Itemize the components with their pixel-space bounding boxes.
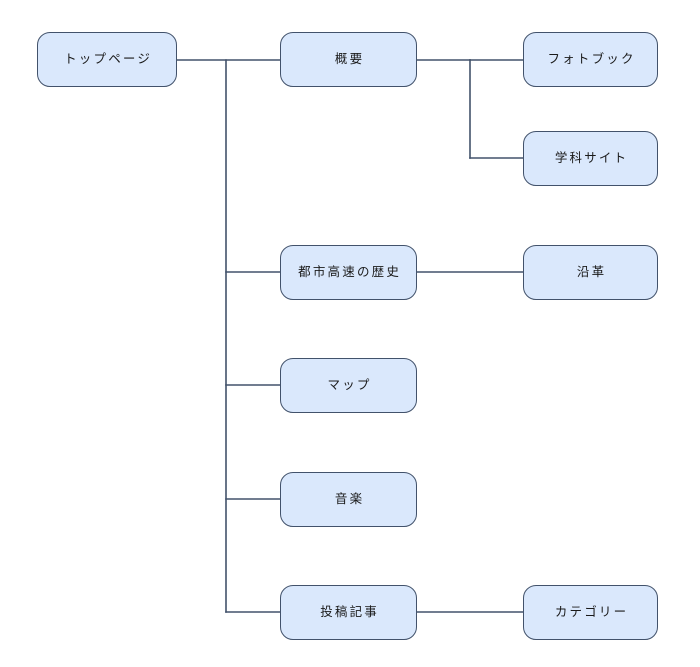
node-label: 学科サイト bbox=[554, 151, 629, 165]
node-map[interactable]: マップ bbox=[280, 358, 417, 413]
node-overview[interactable]: 概要 bbox=[280, 32, 417, 87]
node-top-page[interactable]: トップページ bbox=[37, 32, 177, 87]
node-category[interactable]: カテゴリー bbox=[523, 585, 658, 640]
node-label: 沿革 bbox=[576, 265, 607, 279]
node-label: マップ bbox=[327, 378, 372, 392]
node-posted-articles[interactable]: 投稿記事 bbox=[280, 585, 417, 640]
node-label: フォトブック bbox=[547, 52, 636, 66]
node-label: 都市高速の歴史 bbox=[298, 265, 402, 279]
node-department-site[interactable]: 学科サイト bbox=[523, 131, 658, 186]
node-music[interactable]: 音楽 bbox=[280, 472, 417, 527]
node-label: トップページ bbox=[64, 52, 153, 66]
node-label: 音楽 bbox=[334, 492, 365, 506]
node-chronicle[interactable]: 沿革 bbox=[523, 245, 658, 300]
node-label: 概要 bbox=[334, 52, 365, 66]
node-urban-expressway-history[interactable]: 都市高速の歴史 bbox=[280, 245, 417, 300]
node-label: 投稿記事 bbox=[320, 605, 379, 619]
node-photobook[interactable]: フォトブック bbox=[523, 32, 658, 87]
node-label: カテゴリー bbox=[554, 605, 629, 619]
